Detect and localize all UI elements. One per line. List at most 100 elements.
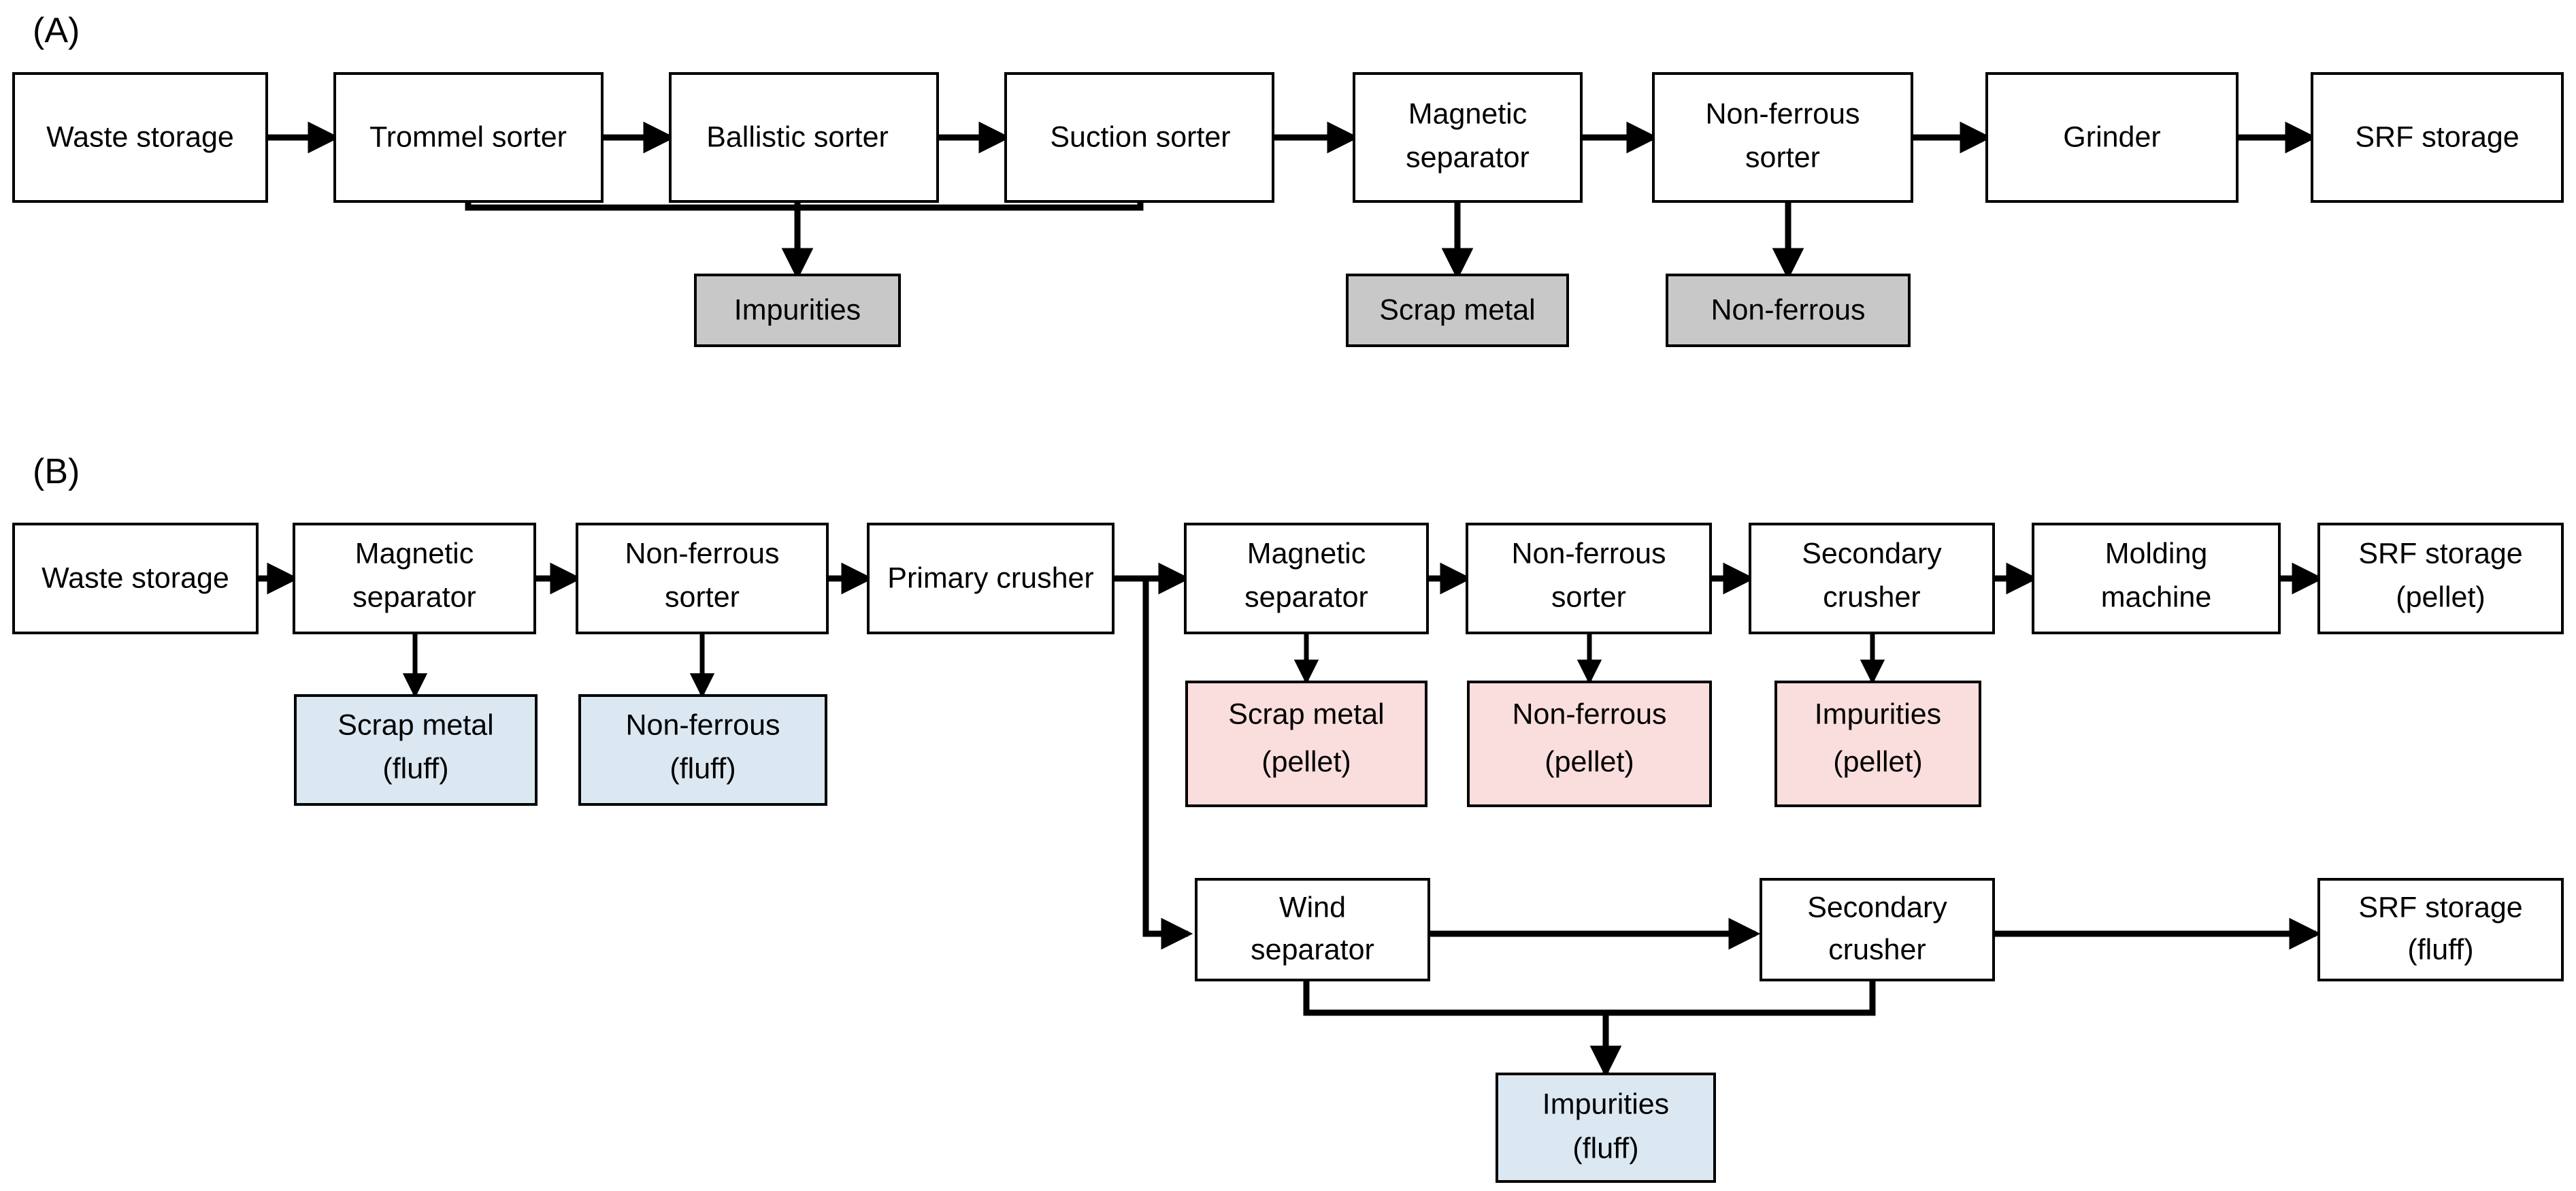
panel-b-connectors bbox=[257, 562, 2324, 1078]
node-a-suction-sorter[interactable]: Suction sorter bbox=[1004, 72, 1274, 203]
node-a-non-ferrous-sorter-label-line1: Non-ferrous bbox=[1705, 97, 1860, 130]
node-b-srf-storage-fluff-label-line1: SRF storage bbox=[2358, 891, 2522, 924]
node-a-non-ferrous-sorter[interactable]: Non-ferrous sorter bbox=[1652, 72, 1913, 203]
node-box[interactable] bbox=[1467, 681, 1712, 807]
node-box[interactable] bbox=[867, 523, 1114, 634]
node-box[interactable] bbox=[1185, 681, 1427, 807]
node-box[interactable] bbox=[333, 72, 604, 203]
node-box[interactable] bbox=[294, 694, 538, 806]
node-b-non-ferrous-sorter-1-label-line1: Non-ferrous bbox=[625, 537, 779, 570]
node-a-scrap-metal-label: Scrap metal bbox=[1379, 293, 1535, 326]
node-box[interactable] bbox=[1346, 274, 1569, 347]
node-b-molding-machine[interactable]: Molding machine bbox=[2032, 523, 2281, 634]
node-b-wind-separator-label-line2: separator bbox=[1251, 933, 1374, 966]
node-box[interactable] bbox=[576, 523, 829, 634]
node-b-magnetic-separator-1[interactable]: Magnetic separator bbox=[293, 523, 536, 634]
node-box[interactable] bbox=[1749, 523, 1995, 634]
panel-a: (A) bbox=[12, 11, 2564, 347]
node-b-non-ferrous-pellet[interactable]: Non-ferrous (pellet) bbox=[1467, 681, 1712, 807]
node-a-trommel-sorter[interactable]: Trommel sorter bbox=[333, 72, 604, 203]
node-a-suction-sorter-label: Suction sorter bbox=[1050, 120, 1230, 153]
node-b-scrap-metal-pellet-label-line2: (pellet) bbox=[1261, 745, 1351, 778]
node-b-srf-storage-fluff[interactable]: SRF storage (fluff) bbox=[2317, 878, 2564, 981]
node-b-primary-crusher[interactable]: Primary crusher bbox=[867, 523, 1114, 634]
node-b-non-ferrous-sorter-2-label-line1: Non-ferrous bbox=[1511, 537, 1666, 570]
node-b-magnetic-separator-1-label-line1: Magnetic bbox=[355, 537, 474, 570]
node-b-scrap-metal-fluff-label-line1: Scrap metal bbox=[337, 708, 493, 741]
node-a-non-ferrous-sorter-label-line2: sorter bbox=[1745, 141, 1820, 174]
node-box[interactable] bbox=[1004, 72, 1274, 203]
node-box[interactable] bbox=[1466, 523, 1712, 634]
node-a-impurities[interactable]: Impurities bbox=[694, 274, 901, 347]
node-a-magnetic-separator-label-line1: Magnetic bbox=[1408, 97, 1527, 130]
node-box[interactable] bbox=[1496, 1073, 1716, 1183]
edge-b-windseparator-to-impuritybus bbox=[1303, 979, 1606, 1016]
node-b-non-ferrous-sorter-2-label-line2: sorter bbox=[1551, 581, 1626, 613]
node-b-non-ferrous-sorter-1-label-line2: sorter bbox=[665, 581, 740, 613]
node-b-scrap-metal-pellet[interactable]: Scrap metal (pellet) bbox=[1185, 681, 1427, 807]
node-box[interactable] bbox=[1195, 878, 1430, 981]
node-a-magnetic-separator[interactable]: Magnetic separator bbox=[1353, 72, 1583, 203]
node-box[interactable] bbox=[2032, 523, 2281, 634]
node-b-scrap-metal-fluff[interactable]: Scrap metal (fluff) bbox=[294, 694, 538, 806]
node-b-non-ferrous-sorter-1[interactable]: Non-ferrous sorter bbox=[576, 523, 829, 634]
node-b-scrap-metal-pellet-label-line1: Scrap metal bbox=[1228, 698, 1384, 730]
node-box[interactable] bbox=[2311, 72, 2564, 203]
node-b-molding-machine-label-line2: machine bbox=[2101, 581, 2212, 613]
node-b-secondary-crusher-1[interactable]: Secondary crusher bbox=[1749, 523, 1995, 634]
node-b-non-ferrous-sorter-2[interactable]: Non-ferrous sorter bbox=[1466, 523, 1712, 634]
node-b-non-ferrous-fluff-label-line1: Non-ferrous bbox=[625, 708, 780, 741]
node-b-wind-separator-label-line1: Wind bbox=[1279, 891, 1346, 924]
node-box[interactable] bbox=[293, 523, 536, 634]
node-b-srf-storage-pellet[interactable]: SRF storage (pellet) bbox=[2317, 523, 2564, 634]
node-box[interactable] bbox=[1774, 681, 1981, 807]
node-a-grinder[interactable]: Grinder bbox=[1985, 72, 2239, 203]
node-b-non-ferrous-fluff[interactable]: Non-ferrous (fluff) bbox=[578, 694, 827, 806]
panel-a-label: (A) bbox=[33, 11, 80, 50]
node-box[interactable] bbox=[1353, 72, 1583, 203]
node-a-magnetic-separator-label-line2: separator bbox=[1406, 141, 1530, 174]
node-a-scrap-metal[interactable]: Scrap metal bbox=[1346, 274, 1569, 347]
node-a-ballistic-sorter[interactable]: Ballistic sorter bbox=[669, 72, 939, 203]
node-box[interactable] bbox=[2317, 523, 2564, 634]
node-a-non-ferrous[interactable]: Non-ferrous bbox=[1666, 274, 1911, 347]
node-box[interactable] bbox=[2317, 878, 2564, 981]
node-a-grinder-label: Grinder bbox=[2063, 120, 2160, 153]
node-box[interactable] bbox=[578, 694, 827, 806]
node-box[interactable] bbox=[1760, 878, 1995, 981]
node-b-magnetic-separator-2[interactable]: Magnetic separator bbox=[1184, 523, 1429, 634]
node-box[interactable] bbox=[1184, 523, 1429, 634]
node-b-primary-crusher-label: Primary crusher bbox=[887, 561, 1093, 594]
node-box[interactable] bbox=[12, 523, 259, 634]
panel-b: (B) bbox=[12, 452, 2564, 1183]
node-box[interactable] bbox=[669, 72, 939, 203]
node-b-secondary-crusher-2-label-line1: Secondary bbox=[1807, 891, 1947, 924]
node-b-secondary-crusher-1-label-line2: crusher bbox=[1823, 581, 1920, 613]
node-b-impurities-pellet[interactable]: Impurities (pellet) bbox=[1774, 681, 1981, 807]
node-b-impurities-fluff[interactable]: Impurities (fluff) bbox=[1496, 1073, 1716, 1183]
node-b-impurities-pellet-label-line1: Impurities bbox=[1815, 698, 1941, 730]
node-box[interactable] bbox=[694, 274, 901, 347]
node-b-srf-storage-pellet-label-line1: SRF storage bbox=[2358, 537, 2522, 570]
node-box[interactable] bbox=[1985, 72, 2239, 203]
node-b-impurities-pellet-label-line2: (pellet) bbox=[1833, 745, 1922, 778]
node-box[interactable] bbox=[12, 72, 268, 203]
node-box[interactable] bbox=[1652, 72, 1913, 203]
node-box[interactable] bbox=[1666, 274, 1911, 347]
node-a-waste-storage-label: Waste storage bbox=[46, 120, 234, 153]
node-b-wind-separator[interactable]: Wind separator bbox=[1195, 878, 1430, 981]
node-b-secondary-crusher-2-label-line2: crusher bbox=[1828, 933, 1926, 966]
node-a-waste-storage[interactable]: Waste storage bbox=[12, 72, 268, 203]
node-b-non-ferrous-pellet-label-line2: (pellet) bbox=[1545, 745, 1634, 778]
node-b-molding-machine-label-line1: Molding bbox=[2105, 537, 2208, 570]
node-b-waste-storage[interactable]: Waste storage bbox=[12, 523, 259, 634]
edge-b-secondarycrusher2-to-impuritybus bbox=[1606, 979, 1876, 1016]
node-b-magnetic-separator-2-label-line1: Magnetic bbox=[1247, 537, 1366, 570]
node-b-impurities-fluff-label-line1: Impurities bbox=[1542, 1088, 1669, 1120]
node-b-magnetic-separator-1-label-line2: separator bbox=[352, 581, 476, 613]
panel-b-label: (B) bbox=[33, 452, 80, 491]
node-a-srf-storage[interactable]: SRF storage bbox=[2311, 72, 2564, 203]
node-b-secondary-crusher-2[interactable]: Secondary crusher bbox=[1760, 878, 1995, 981]
node-a-impurities-label: Impurities bbox=[734, 293, 861, 326]
